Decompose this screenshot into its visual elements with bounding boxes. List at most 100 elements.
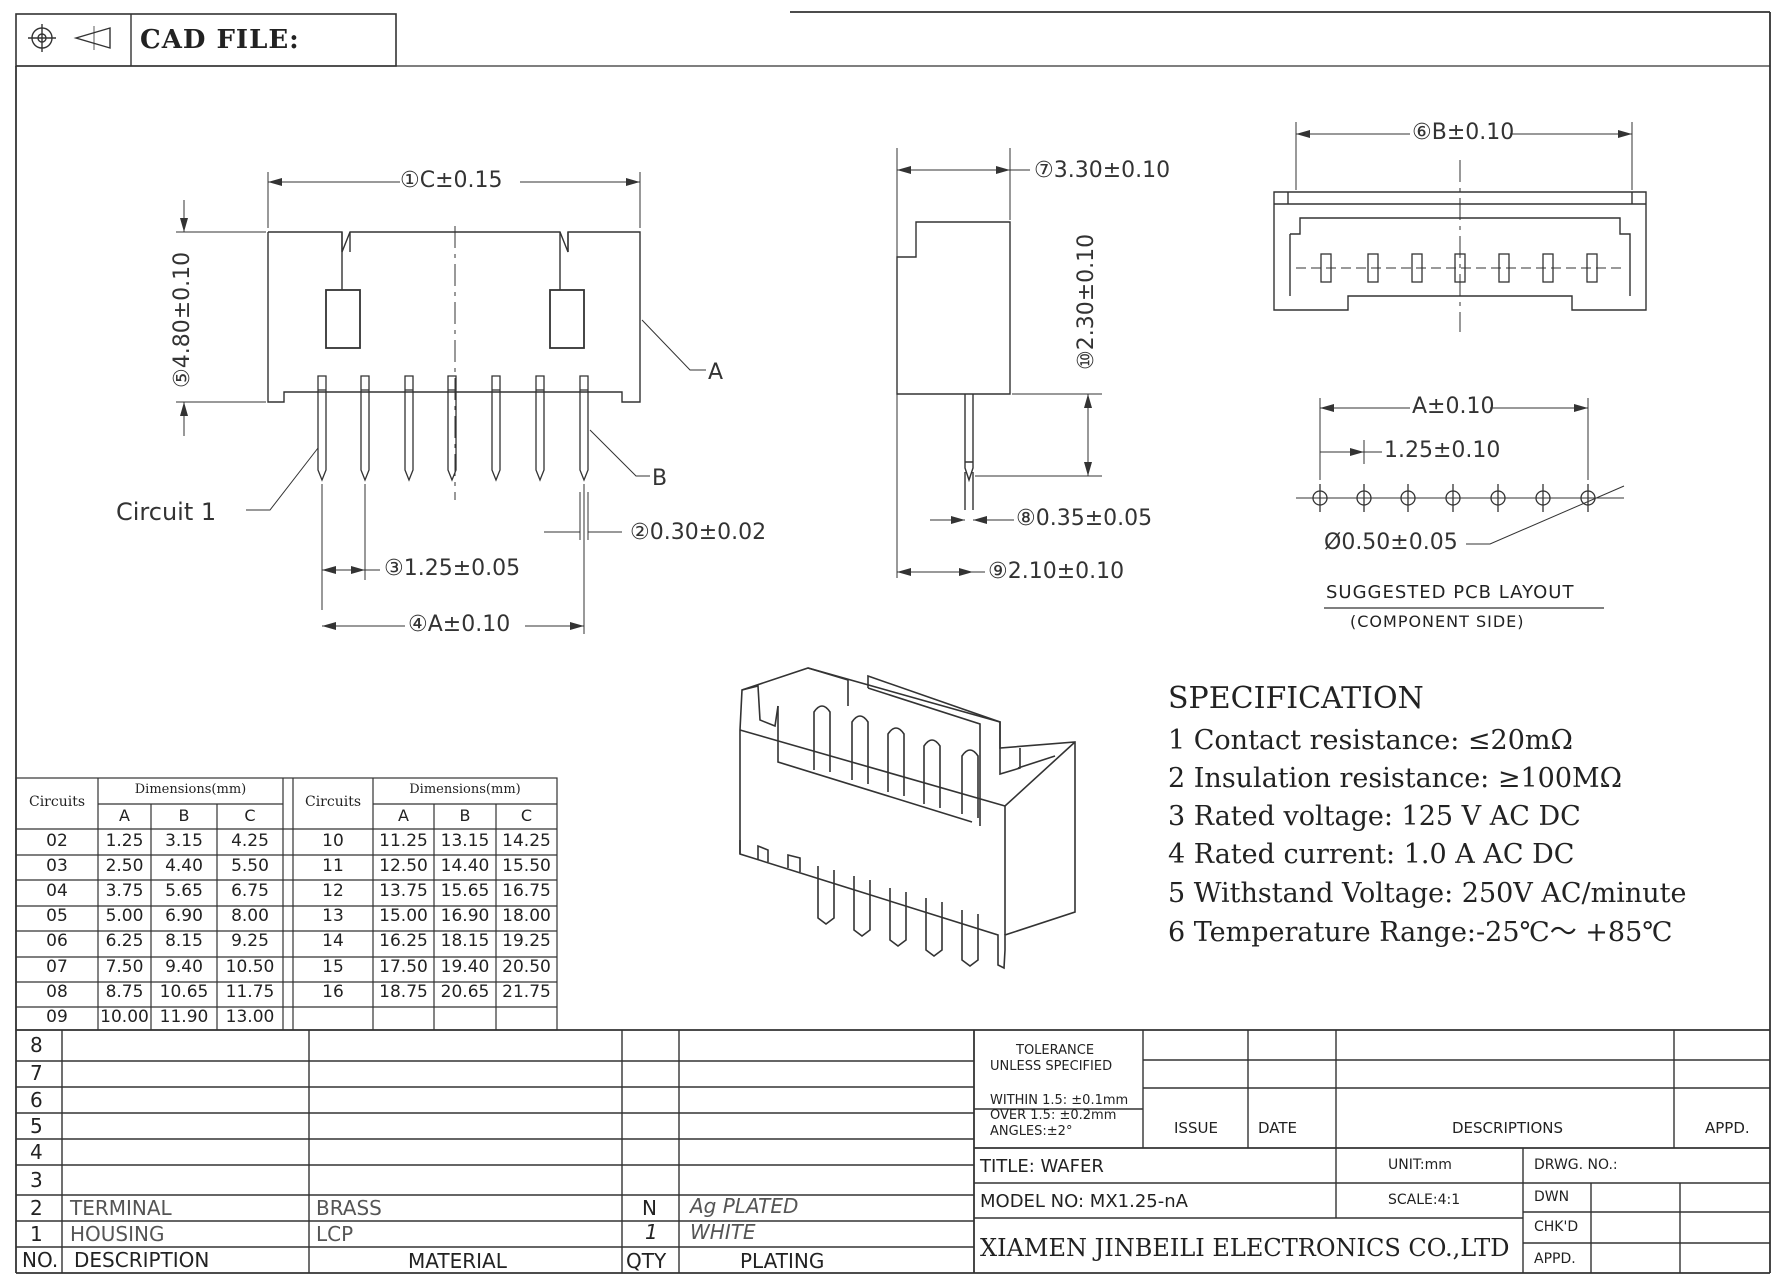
bom-plating: WHITE — [690, 1220, 756, 1244]
title-block-grid — [974, 1030, 1770, 1273]
label-b: B — [652, 466, 668, 491]
spec-item: 1 Contact resistance: ≤20mΩ — [1168, 725, 1573, 756]
table-cell-circuits: 07 — [46, 956, 68, 977]
table-cell-circuits: 06 — [46, 931, 68, 952]
table-header-dimensions: Dimensions(mm) — [409, 782, 521, 797]
bom-qty: 1 — [645, 1220, 658, 1244]
table-cell-dimension: 11.25 — [379, 831, 428, 851]
bom-row-number: 6 — [30, 1088, 43, 1112]
dim-pin-label: ⑩2.30±0.10 — [1074, 233, 1099, 370]
bom-desc: TERMINAL — [70, 1196, 172, 1220]
table-cell-dimension: 3.15 — [165, 831, 203, 851]
table-cell-circuits: 09 — [46, 1006, 68, 1027]
table-cell-dimension: 6.75 — [231, 881, 269, 902]
label-a: A — [708, 360, 724, 385]
table-col-b: B — [178, 806, 190, 825]
table-cell-circuits: 02 — [46, 831, 68, 851]
dim-height-label: ⑤4.80±0.10 — [170, 251, 195, 388]
drawing-frame — [15, 11, 1771, 1274]
tolerance-label: TOLERANCE — [1016, 1043, 1095, 1058]
scale-label: SCALE:4:1 — [1388, 1192, 1461, 1208]
tolerance-angles: ANGLES:±2° — [990, 1124, 1073, 1139]
table-cell-dimension: 16.75 — [502, 881, 551, 902]
table-cell-circuits: 04 — [46, 881, 68, 902]
pcb-layout-subtitle: (COMPONENT SIDE) — [1350, 612, 1525, 631]
table-cell-dimension: 10.65 — [159, 981, 209, 1002]
dim-depth-label: ⑦3.30±0.10 — [1034, 158, 1171, 183]
side-view — [896, 148, 1102, 578]
table-cell-circuits: 13 — [322, 906, 344, 927]
dwn-label: DWN — [1534, 1189, 1570, 1205]
bom-header-plating: PLATING — [740, 1249, 825, 1273]
bom-material: BRASS — [316, 1196, 382, 1220]
table-cell-dimension: 18.15 — [440, 931, 490, 952]
table-cell-dimension: 18.00 — [502, 906, 551, 927]
issue-label: ISSUE — [1174, 1119, 1218, 1137]
bom-row-number: 8 — [30, 1033, 43, 1057]
table-cell-circuits: 16 — [322, 981, 344, 1002]
table-cell-dimension: 10.50 — [225, 956, 275, 977]
pcb-pitch-label: 1.25±0.10 — [1384, 438, 1501, 463]
table-cell-dimension: 15.00 — [379, 906, 428, 927]
table-cell-dimension: 7.50 — [105, 956, 144, 977]
spec-item: 4 Rated current: 1.0 A AC DC — [1168, 839, 1575, 870]
pcb-layout-title: SUGGESTED PCB LAYOUT — [1326, 582, 1575, 603]
spec-item: 2 Insulation resistance: ≥100MΩ — [1168, 763, 1623, 794]
table-cell-dimension: 5.65 — [165, 881, 203, 902]
bom-row-number: 7 — [30, 1061, 43, 1085]
table-cell-dimension: 16.90 — [440, 906, 490, 927]
bom-row-number: 4 — [30, 1140, 43, 1164]
table-cell-circuits: 14 — [322, 931, 344, 952]
table-cell-dimension: 18.75 — [379, 981, 428, 1002]
bom-row-number: 3 — [30, 1168, 43, 1192]
bom-row-number: 5 — [30, 1114, 43, 1138]
dim-b-label: ⑥B±0.10 — [1412, 120, 1515, 145]
isometric-view — [739, 667, 1076, 970]
table-cell-circuits: 12 — [322, 881, 344, 902]
table-cell-dimension: 13.75 — [379, 881, 428, 902]
table-cell-dimension: 8.75 — [105, 981, 144, 1002]
table-cell-dimension: 20.50 — [502, 956, 551, 977]
table-cell-dimension: 11.75 — [225, 981, 275, 1002]
date-label: DATE — [1258, 1119, 1298, 1137]
table-col-c: C — [244, 806, 256, 825]
table-cell-dimension: 11.90 — [159, 1006, 209, 1027]
circuit1-label: Circuit 1 — [116, 498, 217, 526]
header-box — [15, 13, 397, 67]
table-cell-dimension: 14.40 — [440, 856, 490, 877]
table-cell-circuits: 08 — [46, 981, 68, 1002]
top-view — [1273, 122, 1647, 332]
table-cell-dimension: 20.65 — [440, 981, 490, 1002]
chkd-label: CHK'D — [1534, 1219, 1579, 1235]
drwg-label: DRWG. NO.: — [1534, 1157, 1618, 1173]
table-cell-dimension: 13.00 — [225, 1006, 275, 1027]
table-cell-dimension: 15.50 — [502, 856, 551, 877]
descriptions-label: DESCRIPTIONS — [1452, 1119, 1564, 1137]
bom-grid — [16, 1029, 1770, 1273]
dim-pitch-label: ③1.25±0.05 — [384, 556, 521, 581]
bom-no: 2 — [30, 1196, 43, 1220]
table-cell-dimension: 10.00 — [100, 1006, 149, 1027]
table-cell-dimension: 16.25 — [379, 931, 428, 952]
table-cell-dimension: 1.25 — [105, 831, 144, 851]
cad-file-label: CAD FILE: — [140, 25, 300, 55]
table-cell-dimension: 6.90 — [165, 906, 203, 927]
model-label: MODEL NO: MX1.25-nA — [980, 1191, 1188, 1212]
table-cell-dimension: 19.40 — [440, 956, 490, 977]
table-cell-circuits: 11 — [322, 856, 344, 877]
table-cell-dimension: 9.40 — [165, 956, 203, 977]
bom-header-desc: DESCRIPTION — [74, 1248, 210, 1272]
table-cell-dimension: 14.25 — [502, 831, 551, 851]
bom-no: 1 — [30, 1222, 43, 1246]
table-cell-dimension: 5.50 — [231, 856, 269, 877]
table-header-circuits: Circuits — [28, 794, 86, 810]
table-col-c: C — [520, 806, 533, 825]
table-cell-circuits: 15 — [322, 956, 344, 977]
bom-header-qty: QTY — [626, 1249, 667, 1273]
unit-label: UNIT:mm — [1388, 1157, 1452, 1173]
table-cell-dimension: 5.00 — [105, 906, 144, 927]
table-cell-dimension: 6.25 — [105, 931, 144, 952]
table-cell-dimension: 2.50 — [105, 856, 144, 877]
spec-item: 5 Withstand Voltage: 250V AC/minute — [1168, 878, 1687, 909]
